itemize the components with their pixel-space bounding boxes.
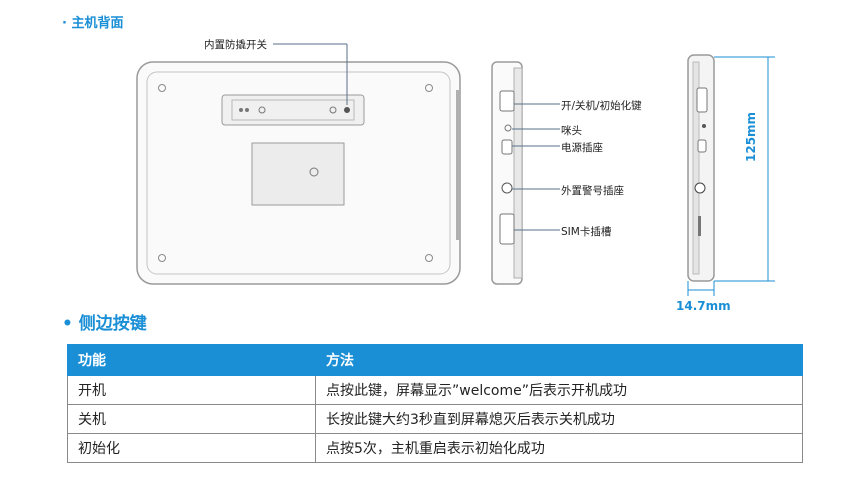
- table-row: 关机 长按此键大约3秒直到屏幕熄灭后表示关机成功: [67, 404, 803, 434]
- table-row: 初始化 点按5次，主机重启表示初始化成功: [67, 433, 803, 463]
- table-cell-method: 点按5次，主机重启表示初始化成功: [315, 433, 803, 463]
- table-header-function: 功能: [67, 344, 316, 376]
- device-back-view: [136, 61, 461, 285]
- table-header-row: 功能 方法: [67, 344, 803, 376]
- table-cell-function: 关机: [67, 404, 316, 434]
- label-sim-slot: SIM卡插槽: [561, 226, 612, 238]
- table-header-method: 方法: [315, 344, 803, 376]
- table-cell-function: 开机: [67, 375, 316, 405]
- label-power-socket: 电源插座: [561, 142, 603, 154]
- device-side-view: [491, 61, 523, 285]
- table-row: 开机 点按此键，屏幕显示”welcome”后表示开机成功: [67, 375, 803, 405]
- device-edge-view: [687, 54, 715, 282]
- dimension-depth: 14.7mm: [676, 299, 731, 313]
- table-cell-function: 初始化: [67, 433, 316, 463]
- label-power-key: 开/关机/初始化键: [561, 100, 642, 112]
- table-cell-method: 长按此键大约3秒直到屏幕熄灭后表示关机成功: [315, 404, 803, 434]
- section-title-back: · 主机背面: [62, 16, 124, 31]
- label-alarm-socket: 外置警号插座: [561, 185, 624, 197]
- section-title-side: • 侧边按键: [62, 314, 147, 334]
- device-illustration: [136, 43, 775, 296]
- function-table: 功能 方法 开机 点按此键，屏幕显示”welcome”后表示开机成功 关机 长按…: [67, 344, 803, 463]
- dimension-height: 125mm: [744, 111, 758, 162]
- table-cell-method: 点按此键，屏幕显示”welcome”后表示开机成功: [315, 375, 803, 405]
- label-privacy-switch: 内置防撬开关: [204, 39, 267, 51]
- label-mic: 咪头: [561, 125, 582, 137]
